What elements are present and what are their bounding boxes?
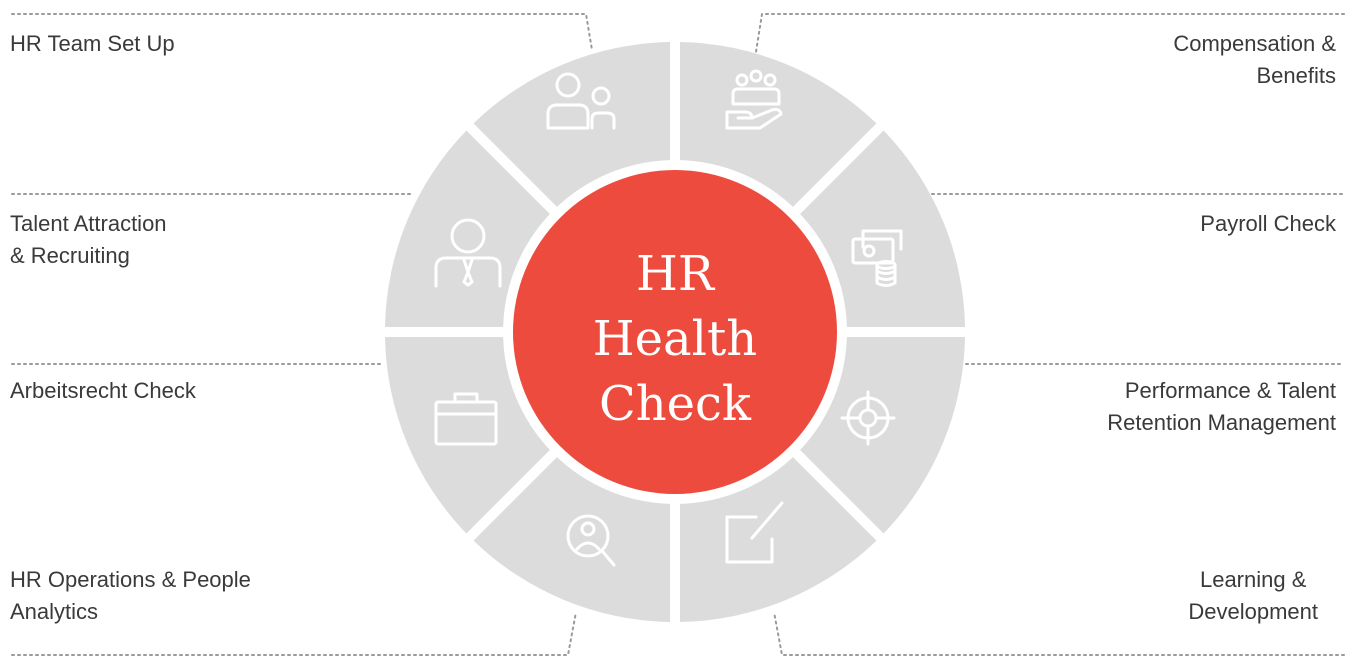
center-title-line-1: HR — [636, 246, 716, 302]
segment-payroll-check — [800, 337, 965, 534]
hand-group-icon — [725, 69, 783, 130]
leader-line-learning-development — [773, 611, 1345, 656]
label-line: Talent Attraction — [10, 211, 167, 236]
leader-line-compensation-benefits — [755, 13, 1345, 53]
center-circle — [513, 170, 837, 494]
label-line: HR Team Set Up — [10, 31, 175, 56]
segment-hr-operations-analytics — [385, 337, 550, 534]
label-talent-attraction-recruiting: Talent Attraction & Recruiting — [10, 208, 167, 272]
label-compensation-benefits: Compensation & Benefits — [1173, 28, 1336, 92]
label-line: Compensation & — [1173, 31, 1336, 56]
label-line: Performance & Talent — [1124, 378, 1336, 403]
target-icon — [840, 390, 896, 446]
label-line: Payroll Check — [1200, 211, 1336, 236]
center-title-line-2: Health — [593, 311, 757, 367]
label-line: HR Operations & People — [10, 567, 251, 592]
segment-icons — [434, 69, 903, 567]
label-line: Arbeitsrecht Check — [10, 378, 196, 403]
label-performance-talent-retention: Performance & Talent Retention Managemen… — [1107, 375, 1336, 439]
businessman-icon — [434, 218, 502, 288]
label-payroll-check: Payroll Check — [1200, 208, 1336, 240]
segment-performance-talent-retention — [680, 457, 877, 622]
label-hr-operations-analytics: HR Operations & People Analytics — [10, 564, 251, 628]
edit-note-icon — [725, 501, 784, 564]
label-line: Analytics — [10, 599, 99, 624]
label-line: Learning & — [1199, 567, 1307, 592]
people-icon — [546, 72, 616, 130]
segment-talent-attraction-recruiting — [473, 42, 670, 207]
money-coins-icon — [851, 229, 903, 287]
label-arbeitsrecht-check: Arbeitsrecht Check — [10, 375, 196, 407]
label-line: & Recruiting — [10, 243, 130, 268]
segment-arbeitsrecht-check — [385, 130, 550, 327]
segment-compensation-benefits — [800, 130, 965, 327]
label-line: Development — [1188, 599, 1318, 624]
leader-line-hr-operations-analytics — [11, 611, 577, 656]
briefcase-icon — [434, 392, 498, 446]
person-search-icon — [566, 514, 616, 567]
segment-hr-team-set-up — [680, 42, 877, 207]
center-hub: HR Health Check — [513, 170, 837, 494]
center-title-line-3: Check — [599, 376, 752, 432]
label-learning-development: Learning & Development — [1188, 564, 1318, 628]
label-hr-team-set-up: HR Team Set Up — [10, 28, 175, 60]
leader-line-hr-team-set-up — [11, 13, 593, 51]
label-line: Retention Management — [1107, 410, 1336, 435]
segment-learning-development — [473, 457, 670, 622]
label-line: Benefits — [1256, 63, 1337, 88]
leader-lines — [11, 13, 1345, 656]
segment-ring — [385, 42, 965, 622]
